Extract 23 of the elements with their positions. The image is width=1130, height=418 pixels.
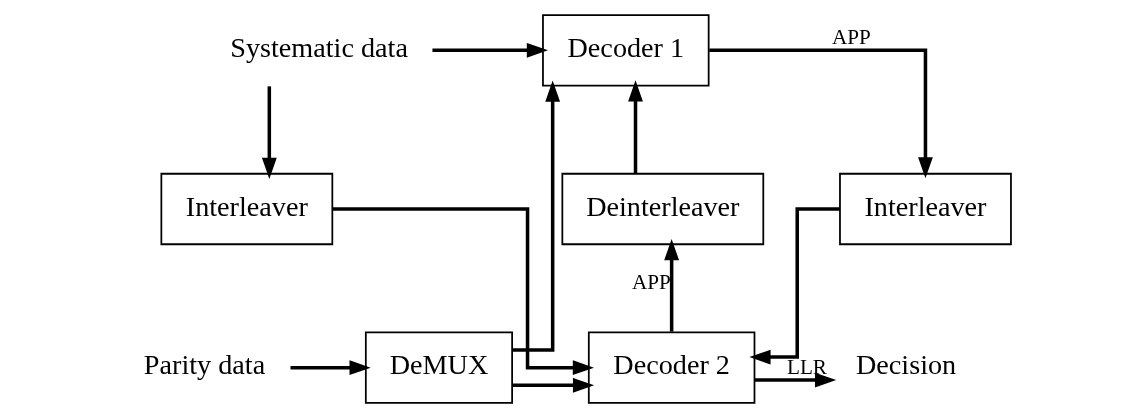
node-text: Decision [855, 349, 957, 381]
node-box: Decoder 1 [542, 14, 710, 87]
node-box: DeMUX [364, 331, 513, 404]
arrow [332, 207, 594, 376]
arrow [628, 80, 643, 173]
arrow [512, 80, 561, 352]
arrow [664, 238, 680, 332]
edge-label: APP [831, 25, 871, 50]
node-text: Parity data [143, 349, 266, 381]
edge-label: LLR [787, 354, 827, 379]
node-box: Deinterleaver [561, 172, 765, 246]
arrow [512, 377, 595, 393]
arrow [290, 360, 371, 376]
node-box: Interleaver [160, 172, 334, 246]
node-box: Decoder 2 [587, 331, 756, 404]
arrow [432, 42, 548, 58]
arrow [709, 48, 933, 179]
node-box: Interleaver [839, 172, 1012, 246]
arrow [749, 207, 840, 365]
node-text: Systematic data [230, 32, 408, 64]
arrow [754, 372, 837, 388]
arrow [261, 86, 277, 180]
edge-label: APP [631, 270, 671, 295]
